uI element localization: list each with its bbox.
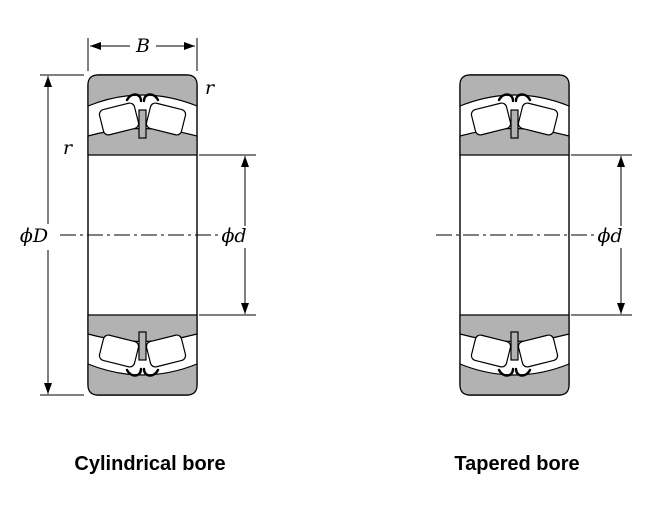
label-phi-d-right: ϕd (597, 225, 622, 247)
label-r-side: r (63, 137, 74, 159)
label-B: B (135, 35, 150, 57)
dimension-B: B (87, 35, 198, 71)
dimension-phi-d-right: ϕd (571, 154, 632, 316)
label-r-top: r (205, 77, 216, 99)
caption-cylindrical-bore: Cylindrical bore (74, 453, 225, 475)
dimension-phi-D: ϕD (20, 74, 84, 396)
label-phi-d-left: ϕd (221, 225, 246, 247)
caption-tapered-bore: Tapered bore (454, 453, 579, 475)
dimension-phi-d-left: ϕd (199, 154, 256, 316)
label-phi-D: ϕD (20, 225, 48, 247)
